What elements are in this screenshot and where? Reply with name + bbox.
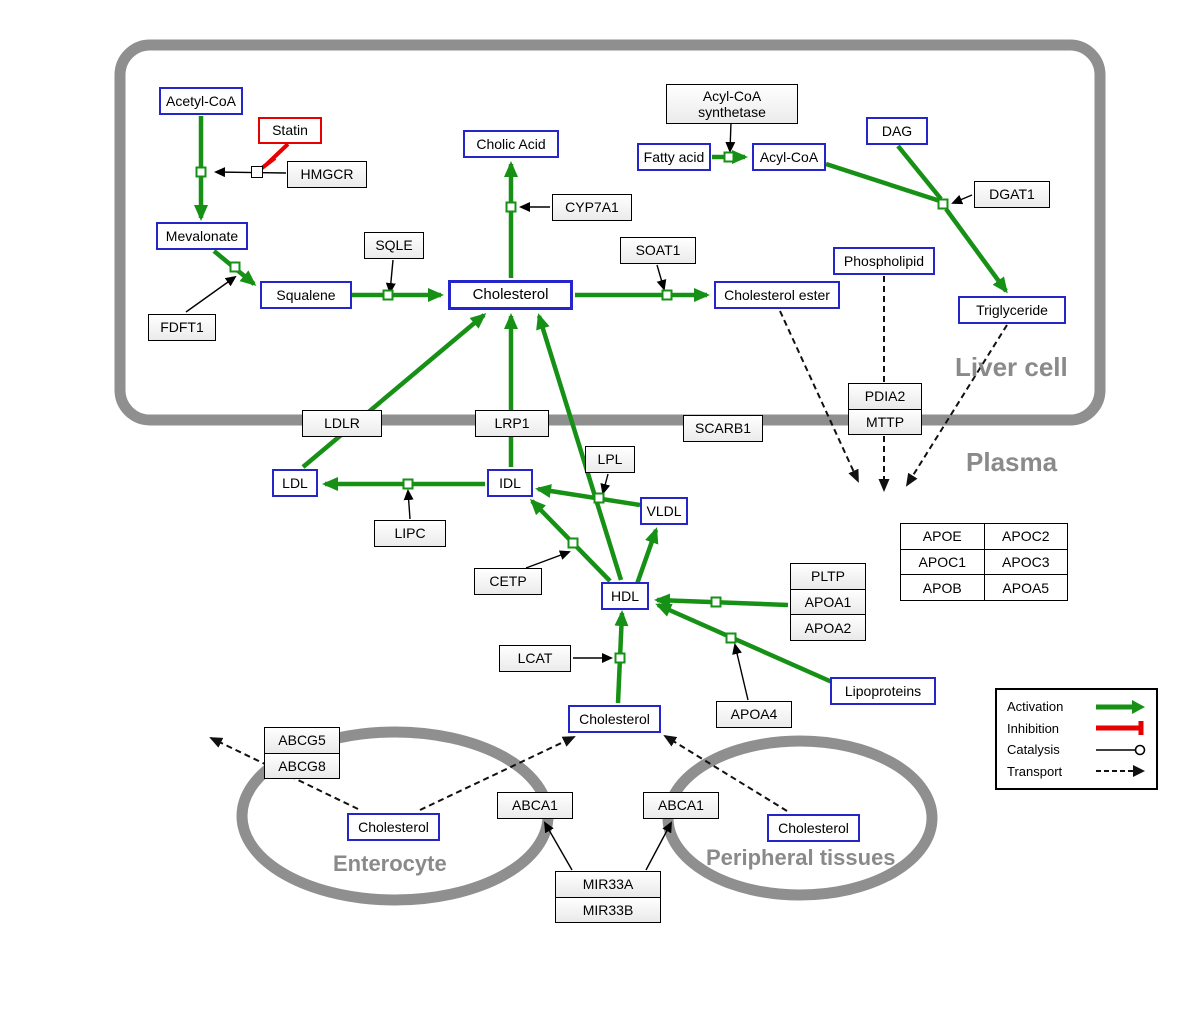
node-scarb1[interactable]: SCARB1 [683,415,763,442]
node-cholesterol-enterocyte[interactable]: Cholesterol [347,813,440,841]
catalysis-circle-icon [1096,744,1146,756]
node-idl[interactable]: IDL [487,469,533,497]
legend-activation-label: Activation [1007,699,1064,715]
node-mttp[interactable]: MTTP [849,408,921,434]
node-stack-abcg5-abcg8: ABCG5 ABCG8 [264,727,340,779]
node-abca1-enterocyte[interactable]: ABCA1 [497,792,573,819]
node-dag[interactable]: DAG [866,117,928,145]
region-label-enterocyte: Enterocyte [333,851,447,876]
node-acetyl-coa[interactable]: Acetyl-CoA [159,87,243,115]
node-apob[interactable]: APOB [901,575,984,600]
node-apoc3[interactable]: APOC3 [984,549,1067,575]
node-cholesterol-peripheral[interactable]: Cholesterol [767,814,860,842]
node-acyl-coa[interactable]: Acyl-CoA [752,143,826,171]
legend-inhibition-label: Inhibition [1007,720,1060,736]
node-apoe[interactable]: APOE [901,524,984,549]
node-abcg8[interactable]: ABCG8 [265,752,339,778]
node-vldl[interactable]: VLDL [640,497,688,525]
node-cyp7a1[interactable]: CYP7A1 [552,194,632,221]
node-fdft1[interactable]: FDFT1 [148,314,216,341]
node-pdia2[interactable]: PDIA2 [849,384,921,409]
node-apoa1[interactable]: APOA1 [791,588,865,615]
legend: Activation Inhibition Catalysis Transpor… [995,688,1158,790]
node-abca1-peripheral[interactable]: ABCA1 [643,792,719,819]
node-dgat1[interactable]: DGAT1 [974,181,1050,208]
inhibition-tbar-icon [1096,721,1144,736]
activation-edges [194,116,1008,704]
node-ldl[interactable]: LDL [272,469,318,497]
node-mir33a[interactable]: MIR33A [556,872,660,897]
node-apoc2[interactable]: APOC2 [984,524,1067,549]
node-lipc[interactable]: LIPC [374,520,446,547]
legend-row-activation: Activation [1007,696,1146,718]
legend-row-catalysis: Catalysis [1007,739,1146,761]
node-cholesterol-ester[interactable]: Cholesterol ester [714,281,840,309]
node-lcat[interactable]: LCAT [499,645,571,672]
node-soat1[interactable]: SOAT1 [620,237,696,264]
node-cholic-acid[interactable]: Cholic Acid [463,130,559,158]
apolipoprotein-table: APOE APOC2 APOC1 APOC3 APOB APOA5 [900,523,1068,601]
node-apoa2[interactable]: APOA2 [791,614,865,641]
node-mevalonate[interactable]: Mevalonate [156,222,248,250]
node-statin[interactable]: Statin [258,117,322,144]
node-pltp[interactable]: PLTP [791,564,865,589]
node-mir33b[interactable]: MIR33B [556,896,660,922]
region-label-liver-cell: Liver cell [955,352,1068,382]
node-hdl[interactable]: HDL [601,582,649,610]
node-apoc1[interactable]: APOC1 [901,549,984,575]
node-ldlr[interactable]: LDLR [302,410,382,437]
node-triglyceride[interactable]: Triglyceride [958,296,1066,324]
transport-dashed-arrow-icon [1096,765,1145,778]
node-abcg5[interactable]: ABCG5 [265,728,339,753]
node-hmgcr[interactable]: HMGCR [287,161,367,188]
activation-edges-noarrow [825,144,943,204]
catalysis-edges [185,121,973,871]
legend-row-inhibition: Inhibition [1007,718,1146,740]
node-lrp1[interactable]: LRP1 [475,410,549,437]
node-lpl[interactable]: LPL [585,446,635,473]
reaction-junctions [195,151,949,664]
node-sqle[interactable]: SQLE [364,232,424,259]
node-stack-pltp-apoa1-apoa2: PLTP APOA1 APOA2 [790,563,866,641]
node-cholesterol-liver[interactable]: Cholesterol [448,280,573,310]
node-cholesterol-plasma[interactable]: Cholesterol [568,705,661,733]
liver-cell-outline [114,39,1106,426]
region-label-plasma: Plasma [966,447,1058,477]
node-fatty-acid[interactable]: Fatty acid [637,143,711,171]
node-phospholipid[interactable]: Phospholipid [833,247,935,275]
legend-row-transport: Transport [1007,761,1146,783]
legend-catalysis-label: Catalysis [1007,742,1060,758]
node-squalene[interactable]: Squalene [260,281,352,309]
node-lipoproteins[interactable]: Lipoproteins [830,677,936,705]
activation-arrow-icon [1096,699,1145,714]
region-label-peripheral-tissues: Peripheral tissues [706,845,896,870]
legend-transport-label: Transport [1007,763,1063,779]
node-apoa4[interactable]: APOA4 [716,701,792,728]
node-acyl-coa-synthetase[interactable]: Acyl-CoA synthetase [666,84,798,124]
inhibition-target-port [251,166,263,178]
node-stack-pdia2-mttp: PDIA2 MTTP [848,383,922,435]
node-stack-mir33a-mir33b: MIR33A MIR33B [555,871,661,923]
node-cetp[interactable]: CETP [474,568,542,595]
node-apoa5[interactable]: APOA5 [984,575,1067,600]
